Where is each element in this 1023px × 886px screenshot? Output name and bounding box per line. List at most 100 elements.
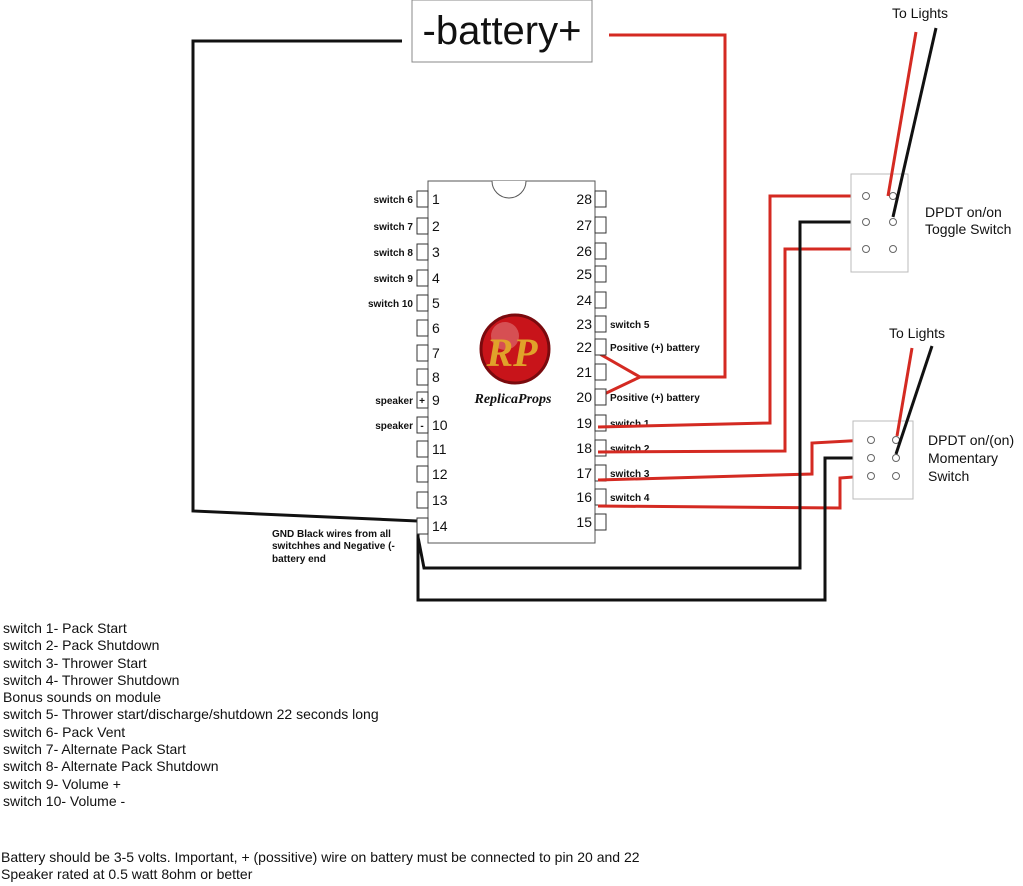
pin-right-28-box: [594, 190, 607, 208]
pin-right-23-box: [594, 315, 607, 333]
pin-left-4-number: 4: [432, 270, 440, 286]
battery-negative-wire: [191, 39, 420, 537]
pin-left-5-number: 5: [432, 295, 440, 311]
pin-right-26-number: 26: [576, 243, 592, 259]
battery-box: [411, 0, 593, 63]
pin-right-23-number: 23: [576, 316, 592, 332]
momentary-switch-label-1: DPDT on/(on): [928, 432, 1014, 448]
pin-right-25-number: 25: [576, 266, 592, 282]
pin-left-1-number: 1: [432, 191, 440, 207]
pin-right-23-label: switch 5: [610, 320, 650, 331]
gnd-note-line-1: GND Black wires from all: [272, 529, 391, 540]
gnd-note-line-3: battery end: [272, 554, 326, 565]
pin-left-11-number: 11: [432, 441, 447, 457]
pin-right-18-box: [594, 439, 607, 457]
battery-label: -battery+: [423, 9, 582, 53]
gnd-note-line-2: switchhes and Negative (-: [272, 541, 395, 552]
pin-right-15-box: [594, 513, 607, 531]
note-speaker: Speaker rated at 0.5 watt 8ohm or better: [1, 866, 253, 882]
pin-left-1-label: switch 6: [374, 195, 414, 206]
notes: Battery should be 3-5 volts. Important, …: [1, 849, 640, 883]
switch1-wire: [597, 194, 862, 429]
pin-left-11-box: [416, 440, 429, 458]
momentary-lights-black-wire: [894, 345, 934, 455]
to-lights-bottom-label: To Lights: [889, 325, 945, 341]
pin-right-28-number: 28: [576, 191, 592, 207]
momentary-switch-label-3: Switch: [928, 468, 969, 484]
pin-right-18-label: switch 2: [610, 444, 650, 455]
replicaprops-logo: RP ReplicaProps: [474, 313, 553, 407]
pin-right-19-box: [594, 414, 607, 432]
pin-left-2-label: switch 7: [374, 222, 414, 233]
pin-right-15-number: 15: [576, 514, 592, 530]
gnd-wire-toggle: [416, 220, 862, 570]
pin-left-13-number: 13: [432, 492, 448, 508]
pin-left-8-number: 8: [432, 369, 440, 385]
pin-left-14-number: 14: [432, 518, 448, 534]
toggle-lights-red-wire: [886, 31, 918, 197]
pin-left-14-box: [416, 517, 429, 535]
pin-left-6-box: [416, 319, 429, 337]
pin-left-5-label: switch 10: [368, 299, 413, 310]
pin-right-27-number: 27: [576, 217, 592, 233]
pin-left-7-number: 7: [432, 345, 440, 361]
momentary-lights-red-wire: [895, 347, 914, 437]
pin-right-20-box: [594, 388, 607, 406]
pin-right-16-label: switch 4: [610, 493, 650, 504]
pin-right-24-box: [594, 291, 607, 309]
battery-positive-wire: [609, 33, 727, 379]
note-battery: Battery should be 3-5 volts. Important, …: [1, 849, 640, 865]
pin-left-4-label: switch 9: [374, 274, 414, 285]
pin-left-4-box: [416, 269, 429, 287]
pin-left-13-box: [416, 491, 429, 509]
legend-item: switch 2- Pack Shutdown: [3, 637, 160, 654]
pin-right-21-box: [594, 363, 607, 381]
pin-right-22-label: Positive (+) battery: [610, 343, 700, 354]
pin-left-10-label: speaker: [375, 421, 413, 432]
pin-left-9-mark: +: [419, 396, 425, 407]
pin-left-7-box: [416, 344, 429, 362]
pin-right-27-box: [594, 216, 607, 234]
pin-left-9-box: [416, 391, 429, 409]
legend-item: switch 8- Alternate Pack Shutdown: [3, 758, 219, 775]
legend-item: switch 9- Volume +: [3, 775, 121, 792]
toggle-switch-label-2: Toggle Switch: [925, 221, 1011, 237]
chip-pins: 1 switch 6 2 switch 7 3 switch 8 4 switch 9 5 swi…: [368, 190, 700, 535]
gnd-wire-momentary: [416, 456, 867, 602]
pin-left-9-label: speaker: [375, 396, 413, 407]
pin-right-19-label: switch 1: [610, 419, 650, 430]
pin-left-3-label: switch 8: [374, 248, 414, 259]
pin-left-12-number: 12: [432, 466, 448, 482]
pin-left-3-number: 3: [432, 244, 440, 260]
pin-left-6-number: 6: [432, 320, 440, 336]
legend-item: switch 6- Pack Vent: [3, 723, 126, 740]
pin-right-18-number: 18: [576, 440, 592, 456]
pin-left-2-number: 2: [432, 218, 440, 234]
legend-item: switch 4- Thrower Shutdown: [3, 671, 180, 688]
pin-left-1-box: [416, 190, 429, 208]
pin-right-17-label: switch 3: [610, 469, 650, 480]
pin-right-25-box: [594, 265, 607, 283]
pin-right-19-number: 19: [576, 415, 592, 431]
pin-right-22-number: 22: [576, 339, 592, 355]
pin-left-5-box: [416, 294, 429, 312]
positive-wire-pin22: [597, 351, 641, 379]
pin-left-9-number: 9: [432, 392, 440, 408]
chip-notch: [491, 180, 527, 199]
toggle-switch-label-1: DPDT on/on: [925, 204, 1002, 220]
pin-left-10-mark: -: [420, 421, 423, 432]
switch2-wire: [597, 247, 862, 454]
logo-text: ReplicaProps: [474, 392, 553, 407]
legend-item: switch 7- Alternate Pack Start: [3, 741, 186, 758]
legend-item: Bonus sounds on module: [3, 689, 161, 706]
legend-item: switch 1- Pack Start: [3, 620, 127, 636]
pin-right-20-number: 20: [576, 389, 592, 405]
toggle-switch: [850, 173, 909, 273]
pin-left-3-box: [416, 243, 429, 261]
pin-left-10-box: [416, 416, 429, 434]
toggle-lights-black-wire: [891, 27, 938, 218]
pin-right-16-number: 16: [576, 489, 592, 505]
momentary-switch-label-2: Momentary: [928, 450, 998, 466]
pin-right-17-number: 17: [576, 465, 592, 481]
